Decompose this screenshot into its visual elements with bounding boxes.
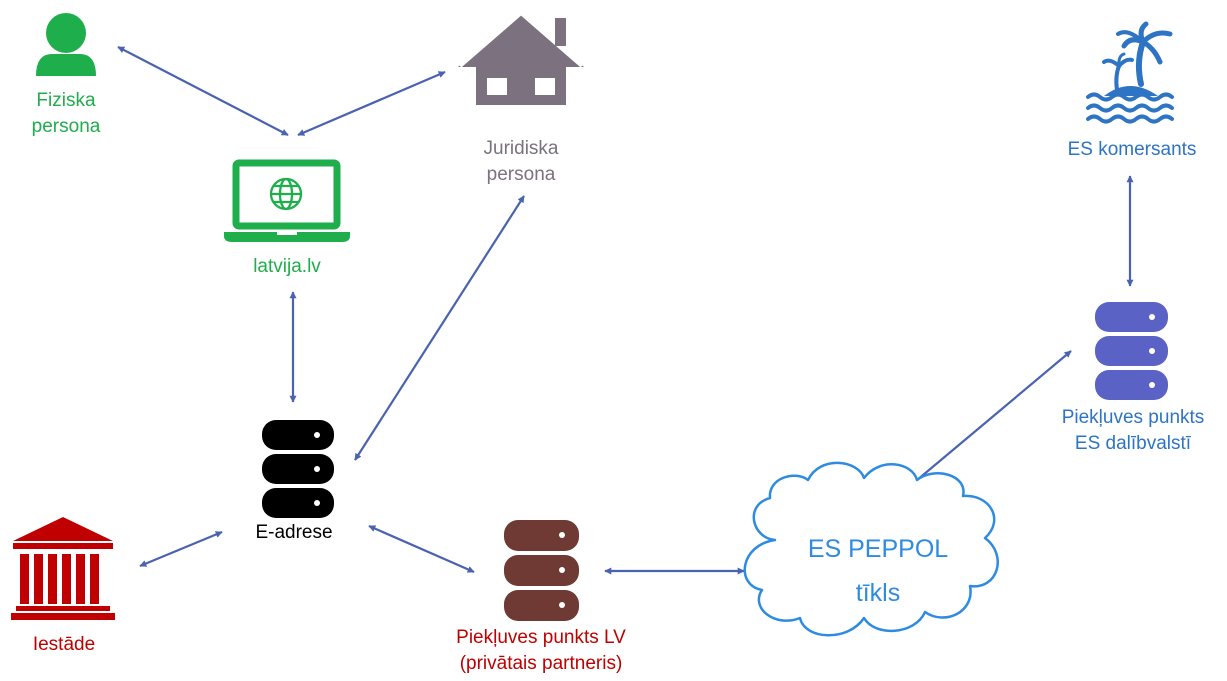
palm-island-icon bbox=[1086, 21, 1174, 124]
database-piekluves-es bbox=[1095, 302, 1168, 400]
institution-building-icon bbox=[11, 517, 115, 620]
database-piekluves-lv bbox=[504, 520, 579, 621]
house-icon bbox=[458, 10, 584, 105]
label-fiziska-line1: Fiziska bbox=[36, 90, 96, 111]
arrow-eadrese-juridiska bbox=[354, 195, 525, 461]
label-juridiska-line2: persona bbox=[486, 163, 556, 185]
label-latvija-text: latvija.lv bbox=[253, 256, 321, 277]
cloud-icon bbox=[743, 461, 999, 637]
label-iestade-text: Iestāde bbox=[32, 634, 96, 655]
database-eadrese bbox=[262, 420, 334, 518]
label-iestade: Iestāde bbox=[33, 632, 95, 658]
label-piekluves-es: Piekļuves punkts ES dalībvalstī bbox=[1062, 405, 1205, 456]
label-juridiska-persona: Juridiska persona bbox=[484, 136, 559, 187]
globe-icon bbox=[269, 177, 303, 211]
label-fiziska-persona: Fiziska persona bbox=[32, 88, 101, 139]
arrow-eadrese-piekluves-lv bbox=[368, 524, 475, 574]
label-piekluves-lv-line1: Piekļuves punkts LV bbox=[456, 627, 626, 648]
laptop-globe-icon bbox=[224, 159, 350, 242]
label-eadrese-text: E-adrese bbox=[255, 522, 333, 543]
arrow-juridiska-latvija bbox=[297, 70, 446, 137]
database-icon bbox=[1095, 302, 1168, 400]
arrow-iestade-eadrese bbox=[139, 530, 223, 568]
label-piekluves-es-line2: ES dalībvalstī bbox=[1074, 432, 1192, 454]
database-icon bbox=[504, 520, 579, 621]
label-fiziska-line2: persona bbox=[31, 115, 101, 137]
label-piekluves-lv: Piekļuves punkts LV (privātais partneris… bbox=[456, 625, 626, 676]
label-e-adrese: E-adrese bbox=[255, 520, 332, 546]
label-es-peppol-tikls: ES PEPPOL tīkls bbox=[808, 528, 948, 616]
person-icon bbox=[36, 13, 96, 76]
label-juridiska-line1: Juridiska bbox=[483, 138, 559, 159]
label-peppol-line2: tīkls bbox=[855, 578, 901, 607]
label-latvija-lv: latvija.lv bbox=[253, 254, 321, 280]
label-piekluves-es-line1: Piekļuves punkts bbox=[1061, 407, 1205, 428]
label-komersants-text: ES komersants bbox=[1067, 139, 1197, 160]
label-es-komersants: ES komersants bbox=[1068, 137, 1197, 163]
arrow-fiziska-latvija bbox=[117, 46, 289, 136]
label-piekluves-lv-line2: (privātais partneris) bbox=[459, 652, 623, 674]
label-peppol-line1: ES PEPPOL bbox=[807, 535, 949, 563]
arrow-peppol-piekluves-es bbox=[897, 350, 1072, 497]
database-icon bbox=[262, 420, 334, 518]
